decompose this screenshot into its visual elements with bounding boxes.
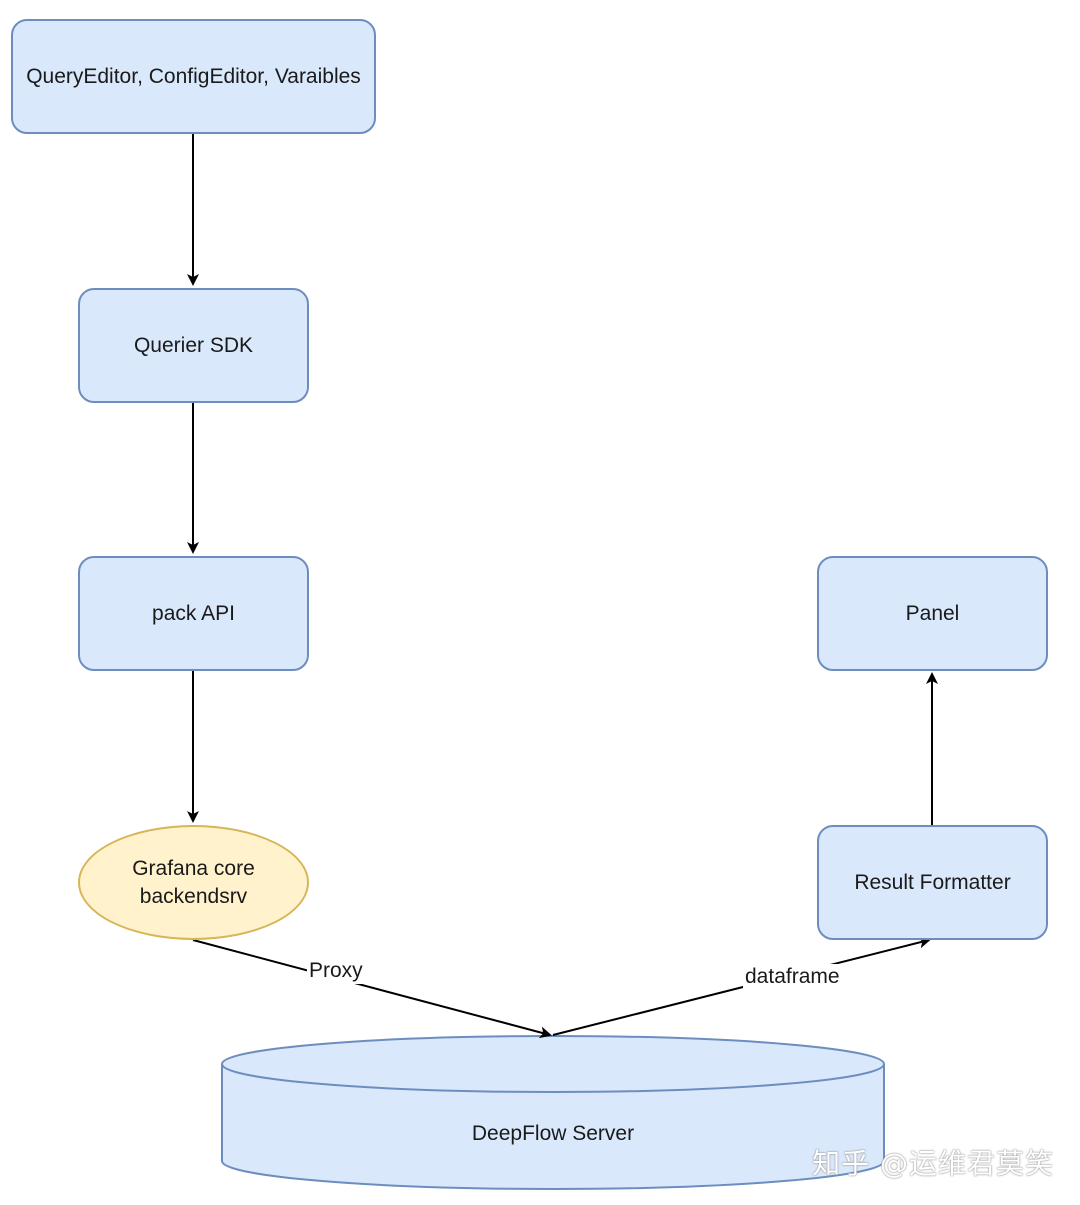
deepflow-server-cylinder [221, 1035, 885, 1190]
deepflow-server-label: DeepFlow Server [471, 1122, 635, 1145]
query-editor-label: QueryEditor, ConfigEditor, Varaibles [26, 64, 361, 88]
panel-label: Panel [905, 601, 960, 625]
edge-deepflow-to-formatter [552, 936, 931, 1036]
pack-api-label: pack API [152, 601, 235, 625]
proxy-edge-label: Proxy [307, 958, 365, 984]
querier-sdk-label: Querier SDK [133, 333, 254, 357]
grafana-core-node: Grafana core backendsrv [78, 825, 309, 940]
result-formatter-label: Result Formatter [854, 870, 1011, 894]
result-formatter-node: Result Formatter [817, 825, 1048, 940]
watermark-text: 知乎 @运维君莫笑 [812, 1147, 1054, 1180]
query-editor-node: QueryEditor, ConfigEditor, Varaibles [11, 19, 376, 134]
grafana-core-label: Grafana core backendsrv [132, 856, 255, 908]
pack-api-node: pack API [78, 556, 309, 671]
panel-node: Panel [817, 556, 1048, 671]
edge-grafana-to-deepflow [192, 939, 552, 1039]
dataframe-edge-label: dataframe [743, 964, 842, 990]
querier-sdk-node: Querier SDK [78, 288, 309, 403]
